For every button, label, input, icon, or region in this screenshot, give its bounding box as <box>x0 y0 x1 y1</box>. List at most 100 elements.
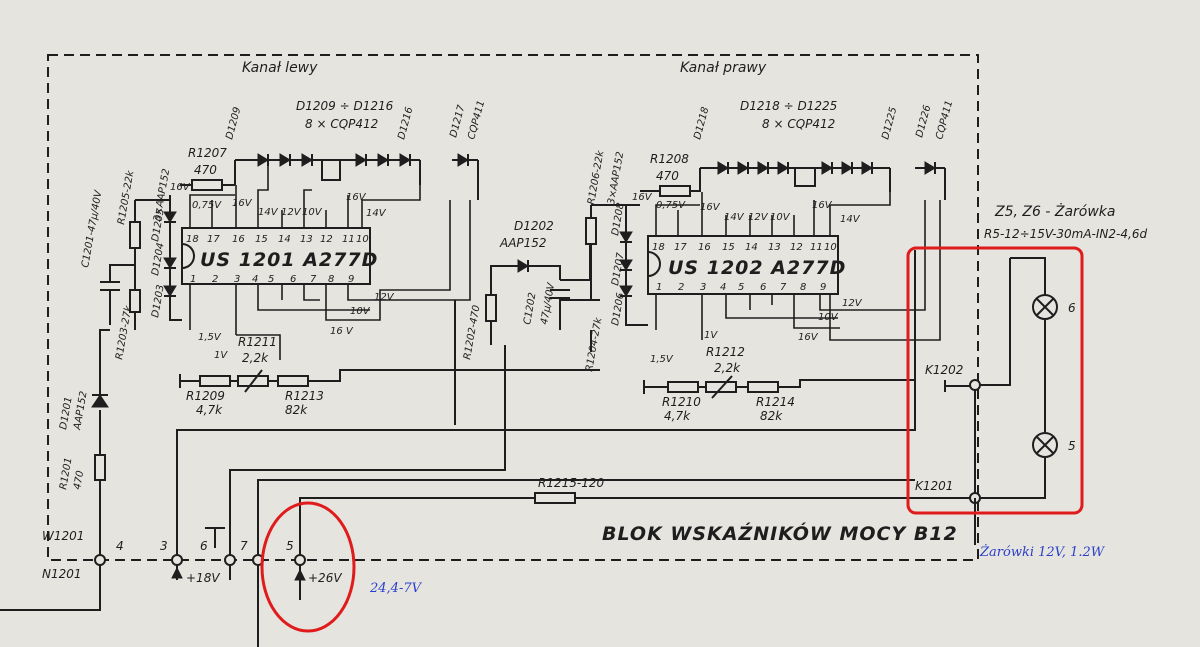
svg-text:13: 13 <box>768 242 781 253</box>
label-pin5: 5 <box>286 539 294 553</box>
svg-text:6: 6 <box>290 274 296 285</box>
us1202-pin-numbers-top: 18 17 16 15 14 13 12 11 10 <box>652 242 837 253</box>
v-10-right: 10V <box>770 212 791 223</box>
svg-text:7: 7 <box>780 282 787 293</box>
label-r1215: R1215-120 <box>538 476 604 490</box>
label-r1213: R1213 <box>285 389 324 403</box>
svg-text:11: 11 <box>810 242 823 253</box>
highlight-lamp-box <box>906 246 1084 515</box>
note-bulbs: Żarówki 12V, 1.2W <box>979 543 1106 560</box>
resistor-r1215 <box>534 492 576 504</box>
v-15-right: 1,5V <box>650 354 674 365</box>
resistor-r1210 <box>667 381 699 393</box>
svg-text:17: 17 <box>674 242 687 253</box>
svg-text:5: 5 <box>738 282 744 293</box>
resistor-r1203 <box>129 289 141 313</box>
label-pin3: 3 <box>160 539 168 553</box>
svg-text:7: 7 <box>310 274 317 285</box>
v-075-left: 0,75V <box>192 200 222 211</box>
v-075-right: 0,75V <box>656 200 686 211</box>
led-array-right <box>717 161 936 175</box>
svg-text:16: 16 <box>698 242 711 253</box>
v-12-right: 12V <box>748 212 769 223</box>
label-kanal-prawy: Kanał prawy <box>680 60 767 76</box>
label-us1202: US 1202 A277D <box>668 257 846 279</box>
us1201-pin-numbers-bottom: 1 2 3 4 5 6 7 8 9 <box>190 274 354 285</box>
svg-text:14: 14 <box>278 234 291 245</box>
label-pin7: 7 <box>240 539 248 553</box>
label-d1226: D1226 <box>914 104 933 139</box>
label-pin6: 6 <box>200 539 208 553</box>
label-r1202: R1202-470 <box>462 304 482 360</box>
label-d1217-type: CQP411 <box>466 99 487 140</box>
us1201-pin-numbers-top: 18 17 16 15 14 13 12 11 10 <box>186 234 369 245</box>
label-r1210: R1210 <box>662 395 701 409</box>
v-15-left: 1,5V <box>198 332 222 343</box>
label-r1213-val: 82k <box>285 403 308 417</box>
label-d1217: D1217 <box>448 103 467 138</box>
v-12b-right: 12V <box>842 298 863 309</box>
led-array-left <box>257 153 469 167</box>
block-title: BLOK WSKAŹNIKÓW MOCY B12 <box>602 521 958 545</box>
resistor-r1205 <box>129 221 141 249</box>
v-12b-left: 12V <box>374 292 395 303</box>
label-d1216: D1216 <box>396 106 415 141</box>
label-r1214: R1214 <box>756 395 795 409</box>
svg-text:4: 4 <box>720 282 726 293</box>
left-channel: D1209 ÷ D1216 8 × CQP412 D1209 D1216 D12… <box>80 99 600 417</box>
lamp-section: Z5, Z6 - Żarówka R5-12÷15V-30mA-IN2-4,6d… <box>915 202 1147 545</box>
svg-text:2: 2 <box>212 274 218 285</box>
label-r1211: R1211 <box>238 335 277 349</box>
svg-text:3: 3 <box>234 274 240 285</box>
label-d1225: D1225 <box>880 106 899 141</box>
svg-text:3: 3 <box>700 282 706 293</box>
resistor-r1208 <box>659 185 691 197</box>
label-plus18: +18V <box>186 571 220 585</box>
chip-us1202 <box>647 235 839 295</box>
chip-us1201 <box>181 227 371 285</box>
label-r1214-val: 82k <box>760 409 783 423</box>
label-plus26: +26V <box>308 571 342 585</box>
label-d1226-type: CQP411 <box>934 99 955 140</box>
label-r1207: R1207 <box>188 146 227 160</box>
v-1-left: 1V <box>214 350 228 361</box>
v-10b-left: 10V <box>350 306 371 317</box>
lamp-z5 <box>1032 432 1058 458</box>
label-r1212: R1212 <box>706 345 745 359</box>
svg-text:1: 1 <box>190 274 196 285</box>
svg-text:1: 1 <box>656 282 662 293</box>
label-lamp6: 6 <box>1068 301 1076 315</box>
v-16d-left: 16 V <box>330 326 354 337</box>
svg-text:8: 8 <box>800 282 806 293</box>
label-d1209-d1216: D1209 ÷ D1216 <box>296 99 394 113</box>
module-border <box>47 54 979 561</box>
svg-text:17: 17 <box>207 234 220 245</box>
center-components: D1202 AAP152 R1202-470 C1202 47µ/40V <box>462 219 600 361</box>
label-r1206: R1206-22k <box>586 149 607 206</box>
label-d1209-count: 8 × CQP412 <box>305 117 378 131</box>
svg-text:8: 8 <box>328 274 334 285</box>
svg-text:2: 2 <box>678 282 684 293</box>
label-d1206: D1206 <box>610 292 627 327</box>
label-k1201: K1201 <box>915 479 953 493</box>
label-c1202-val: 47µ/40V <box>539 281 557 325</box>
resistor-r1213 <box>277 375 309 387</box>
label-z5z6-spec: R5-12÷15V-30mA-IN2-4,6d <box>984 227 1147 241</box>
v-16c-left: 16V <box>346 192 367 203</box>
resistor-r1214 <box>747 381 779 393</box>
v-16d-right: 16V <box>798 332 819 343</box>
label-r1204: R1204-27k <box>584 316 605 373</box>
v-16b-right: 16V <box>700 202 721 213</box>
v-16b-left: 16V <box>232 198 253 209</box>
v-14b-left: 14V <box>366 208 387 219</box>
label-n1201: N1201 <box>42 567 82 581</box>
label-d1203: D1203 <box>150 284 167 319</box>
v-14-left: 14V <box>258 207 279 218</box>
svg-text:14: 14 <box>745 242 758 253</box>
v-1-right: 1V <box>704 330 718 341</box>
resistor-r1209 <box>199 375 231 387</box>
label-r1208: R1208 <box>650 152 689 166</box>
svg-text:13: 13 <box>300 234 313 245</box>
label-z5z6: Z5, Z6 - Żarówka <box>994 202 1115 220</box>
resistor-r1207 <box>191 179 223 191</box>
